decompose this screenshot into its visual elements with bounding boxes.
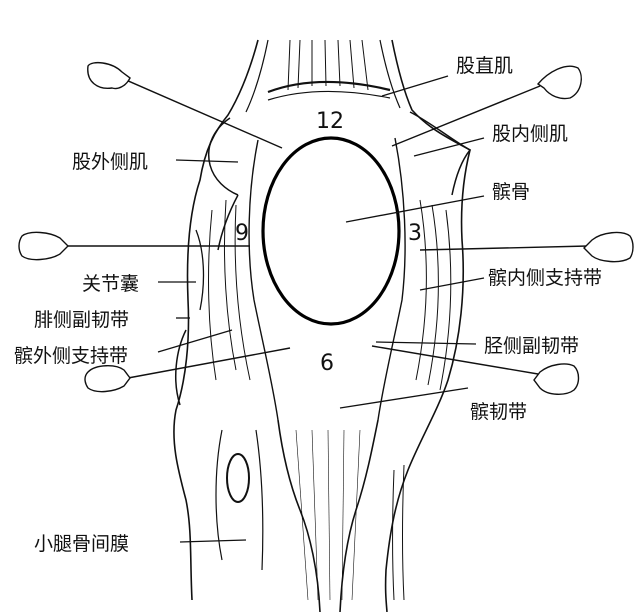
retractor-pin-icon (391, 65, 582, 147)
clock-number-6: 6 (320, 351, 334, 376)
label-vastus-medialis: 股内侧肌 (492, 123, 568, 145)
label-joint-capsule: 关节囊 (82, 273, 139, 295)
label-rectus-femoris: 股直肌 (456, 55, 513, 77)
label-interosseous-membrane: 小腿骨间膜 (34, 533, 129, 555)
retractor-pin-icon (18, 231, 250, 261)
label-fibular-collateral-ligament: 腓侧副韧带 (34, 309, 129, 331)
retractor-pin-icon (371, 345, 580, 395)
label-lateral-patellar-retinaculum: 髌外侧支持带 (14, 345, 128, 367)
clock-number-12: 12 (316, 109, 344, 134)
label-medial-patellar-retinaculum: 髌内侧支持带 (488, 267, 602, 289)
clock-number-3: 3 (408, 221, 422, 246)
clock-number-9: 9 (235, 221, 249, 246)
label-patella: 髌骨 (492, 181, 530, 203)
label-vastus-lateralis: 股外侧肌 (72, 151, 148, 173)
retractor-pin-icon (84, 347, 291, 393)
retractor-pin-icon (87, 61, 283, 149)
leader-lines (157, 75, 485, 543)
label-patellar-ligament: 髌韧带 (470, 401, 527, 423)
patella-outline (261, 136, 401, 326)
label-tibial-collateral-ligament: 胫侧副韧带 (484, 335, 579, 357)
retractor-pin-icon (419, 231, 634, 263)
